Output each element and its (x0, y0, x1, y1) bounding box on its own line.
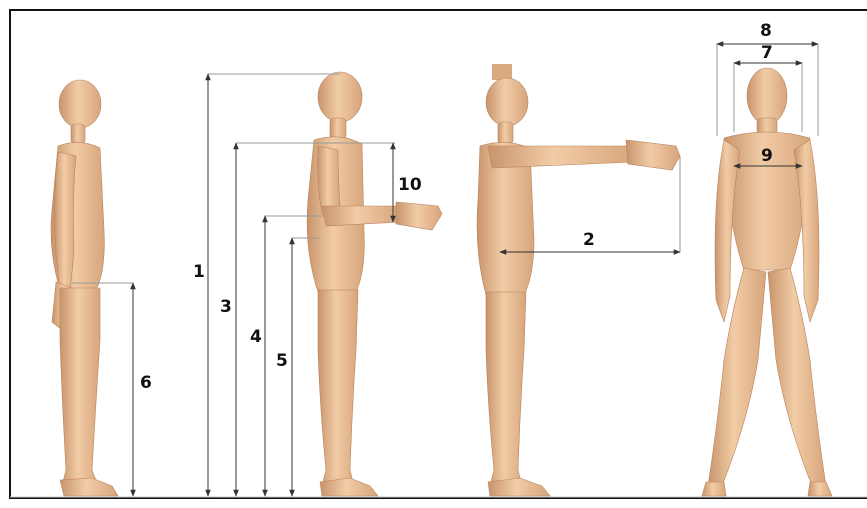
measurement-label-6: 6 (140, 373, 152, 393)
head (486, 78, 528, 126)
measurement-label-3: 3 (220, 297, 232, 317)
head (318, 72, 362, 122)
head (747, 68, 787, 124)
measurement-label-10: 10 (398, 175, 422, 195)
measurement-label-8: 8 (760, 21, 772, 41)
measurement-label-7: 7 (761, 43, 773, 63)
neck (71, 124, 85, 144)
neck (498, 122, 513, 144)
neck (757, 118, 777, 134)
measurement-label-2: 2 (583, 230, 595, 250)
head (59, 80, 101, 128)
left-foot (702, 482, 726, 496)
measurement-label-4: 4 (250, 327, 262, 347)
measurement-label-1: 1 (193, 262, 205, 282)
measurement-label-5: 5 (276, 351, 288, 371)
background-post (492, 64, 512, 80)
measurement-label-9: 9 (761, 146, 773, 166)
